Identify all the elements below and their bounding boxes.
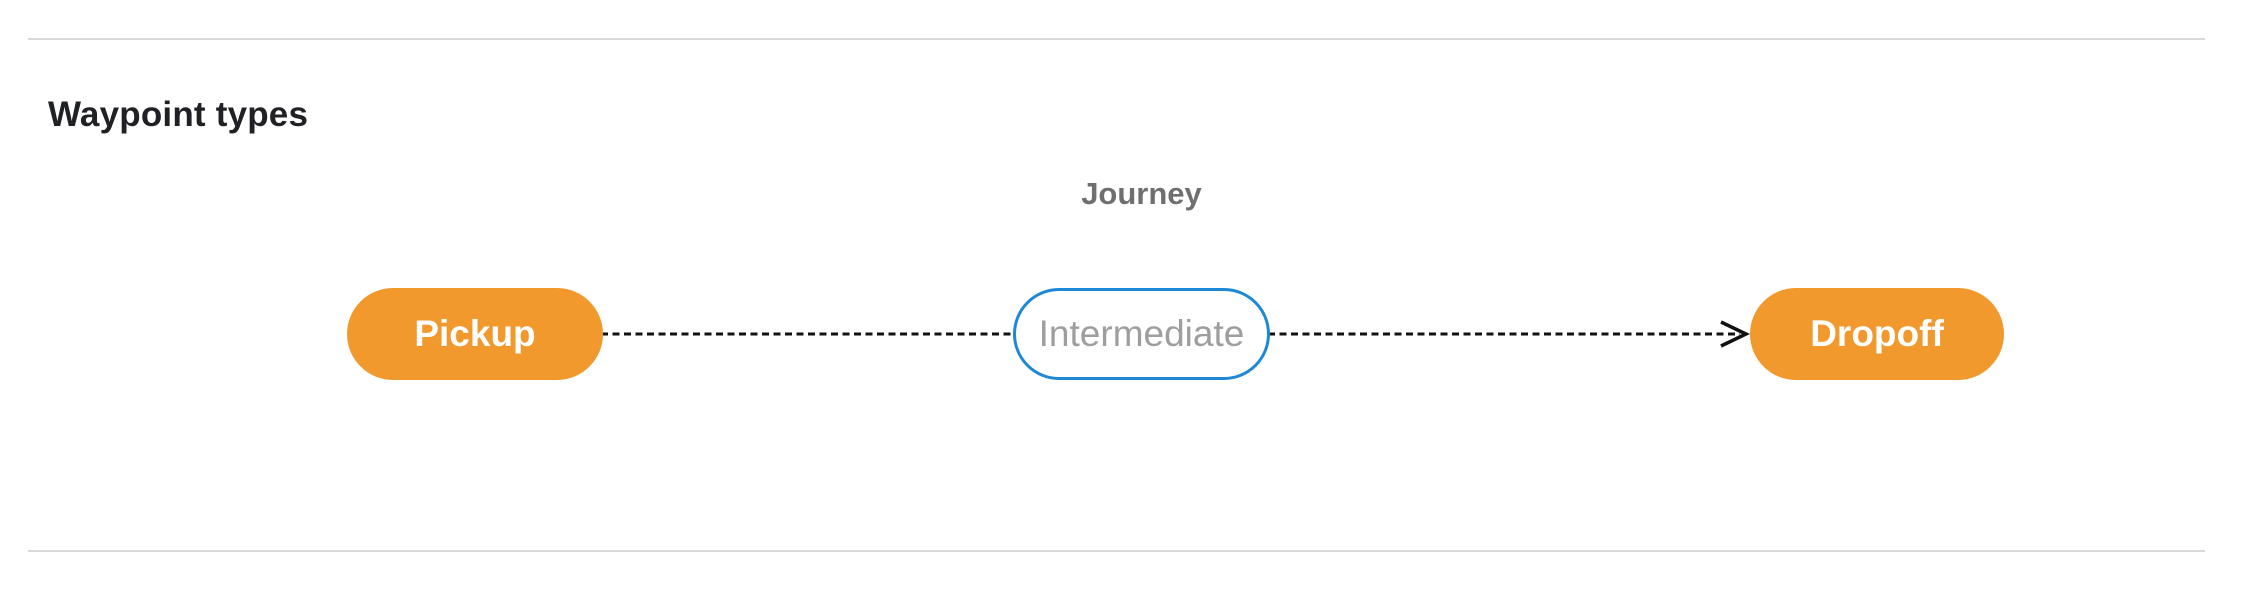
- node-pickup: Pickup: [347, 288, 603, 380]
- node-intermediate: Intermediate: [1013, 288, 1270, 380]
- bottom-divider: [28, 550, 2205, 552]
- node-dropoff-label: Dropoff: [1810, 313, 1944, 354]
- node-pickup-label: Pickup: [414, 313, 536, 354]
- node-dropoff: Dropoff: [1750, 288, 2004, 380]
- top-divider: [28, 38, 2205, 40]
- node-intermediate-label: Intermediate: [1038, 313, 1245, 354]
- page-title: Waypoint types: [48, 95, 309, 135]
- journey-label: Journey: [1081, 176, 1202, 211]
